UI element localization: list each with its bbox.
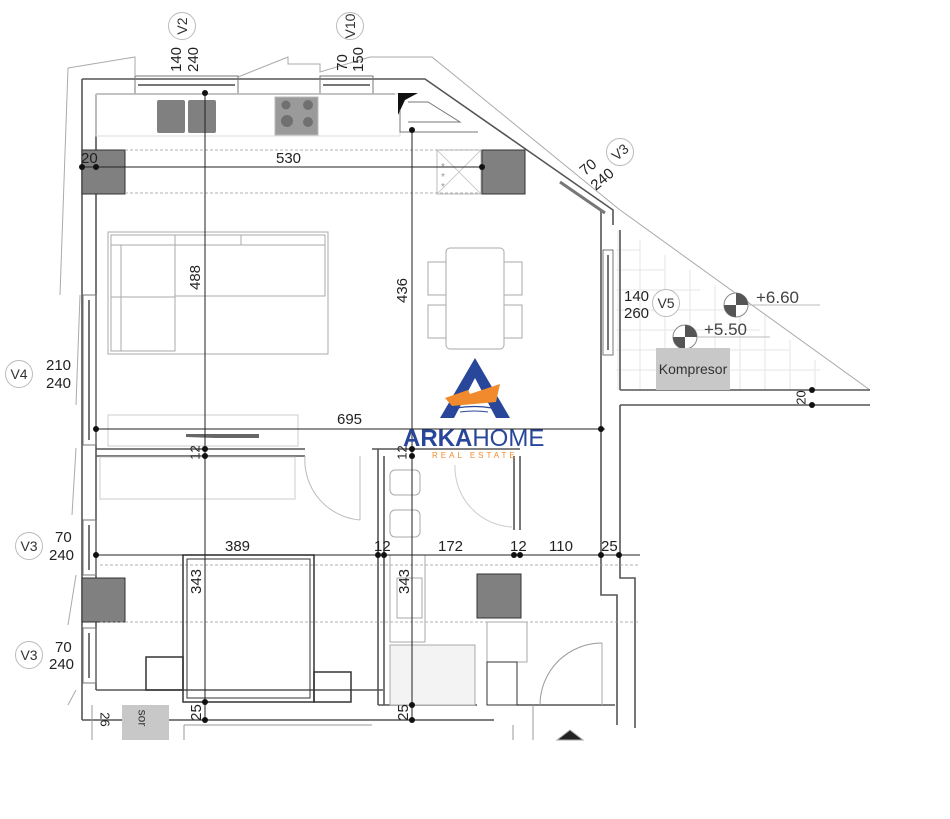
dim-partition-3: 12	[374, 538, 391, 555]
window-v3-lower-width: 70	[55, 639, 72, 656]
dim-wall-left: 20	[81, 150, 98, 167]
elevation-marker-660	[723, 292, 820, 318]
logo-brand-name: ARKAHOME	[403, 425, 545, 452]
columns	[81, 149, 526, 623]
dimension-dots	[79, 90, 815, 723]
logo-tagline: REAL ESTATE	[432, 451, 518, 460]
window-v2-height: 240	[185, 46, 203, 73]
svg-text:*: *	[441, 182, 445, 193]
arkahome-logo-mark	[440, 358, 510, 418]
dim-bedroom-width: 389	[225, 538, 251, 555]
window-v3-upper-width: 70	[55, 529, 72, 546]
bed	[145, 554, 352, 703]
kitchen-counter: * * *	[95, 93, 482, 195]
compressor-unit: Kompresor	[656, 348, 730, 390]
window-tag-v3-lower: V3	[15, 641, 43, 669]
dim-bedroom-height: 343	[188, 568, 206, 595]
window-tag-v10: V10	[336, 12, 364, 40]
elevation-marker-550	[672, 324, 770, 350]
beam-lines	[100, 149, 640, 623]
window-v4-width: 210	[46, 357, 72, 374]
dim-corridor-width: 110	[549, 538, 573, 555]
window-tag-v2: V2	[168, 12, 196, 40]
window-v5-width: 140	[624, 288, 650, 305]
svg-text:*: *	[441, 172, 445, 183]
dining-table	[427, 247, 523, 350]
window-tag-v5: V5	[652, 289, 680, 317]
dim-lower-unit: 26	[97, 712, 113, 727]
compressor-lower-label: sor	[135, 709, 150, 727]
bathroom-fixtures	[389, 464, 603, 741]
window-v10-width: 70	[333, 54, 351, 71]
dim-total-width: 695	[337, 411, 363, 428]
dim-dining-height: 436	[394, 277, 412, 304]
window-v3-upper-height: 240	[49, 547, 75, 564]
window-v3-lower-height: 240	[49, 656, 75, 673]
dim-kitchen-width: 530	[276, 150, 302, 167]
dim-living-height: 488	[187, 264, 205, 291]
window-tag-v4: V4	[5, 360, 33, 388]
window-v5-height: 260	[624, 305, 650, 322]
dim-bottom-wall-2: 25	[394, 704, 412, 721]
dimension-lines	[80, 93, 640, 720]
dim-bottom-wall-1: 25	[187, 704, 205, 721]
window-tag-v3-upper: V3	[15, 532, 43, 560]
elevation-label-550: +5.50	[704, 320, 748, 339]
dim-partition-4: 12	[510, 538, 527, 555]
lower-unit	[91, 705, 534, 740]
dim-partition-1: 12	[187, 445, 203, 460]
dim-bath-width: 172	[438, 538, 464, 555]
windows	[82, 75, 614, 684]
dim-bath-height: 343	[396, 568, 414, 595]
window-v2-width: 140	[168, 46, 186, 73]
elevation-label-660: +6.60	[756, 288, 800, 307]
tv-unit	[99, 414, 361, 521]
dim-wall-right: 25	[601, 538, 618, 555]
window-v4-height: 240	[46, 375, 72, 392]
window-v10-height: 150	[350, 46, 368, 73]
sofa	[107, 231, 329, 355]
dim-terrace-wall: 20	[793, 390, 809, 405]
